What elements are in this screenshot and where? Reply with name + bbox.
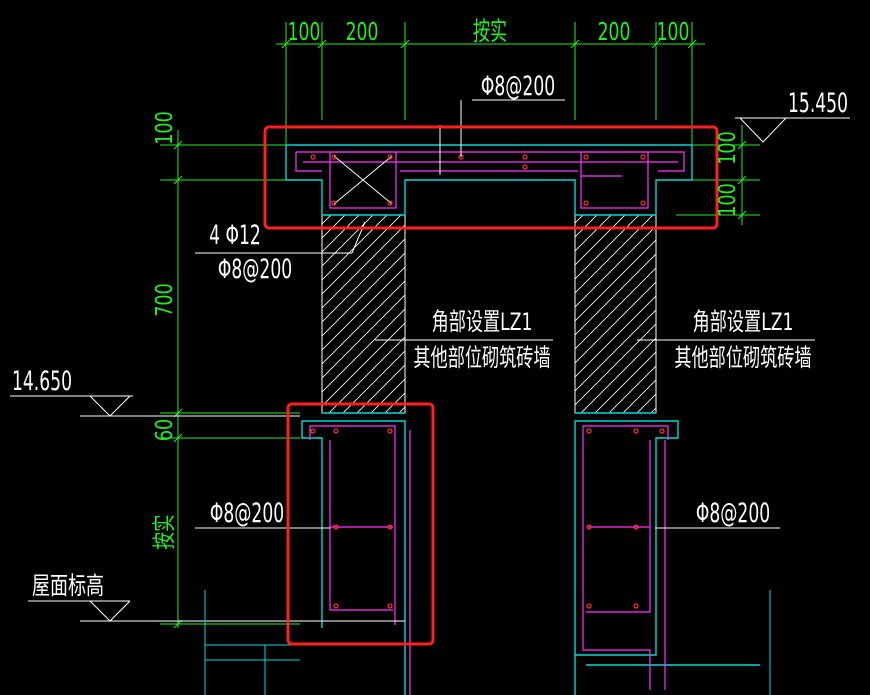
elevation-marker-top: [735, 117, 850, 143]
note-right-line1: 角部设置LZ1: [693, 308, 794, 336]
left-dimension-chain: [160, 130, 300, 629]
dim-top-3: 按实: [473, 18, 507, 47]
dim-left-2: 700: [151, 283, 178, 317]
dim-left-1: 100: [151, 111, 178, 145]
dim-right-top: 100: [714, 131, 741, 165]
floor-lines: [204, 590, 771, 695]
top-dimension-chain: [276, 22, 705, 150]
highlight-box-left-column: [286, 402, 435, 646]
note-left-line2: 其他部位砌筑砖墙: [413, 344, 550, 372]
dim-top-2: 200: [346, 18, 379, 47]
elevation-middle: 14.650: [12, 366, 72, 397]
highlight-box-top-beam: [263, 125, 719, 230]
dim-top-4: 200: [598, 18, 631, 47]
dim-left-3: 60: [151, 419, 178, 441]
label-main-bars: 4 Φ12: [209, 220, 261, 251]
left-brick-wall: [321, 214, 406, 414]
elevation-roof: 屋面标高: [32, 572, 104, 600]
elevation-top: 15.450: [788, 88, 848, 119]
elevation-marker-middle: [10, 395, 300, 417]
top-beam-rebar: [295, 151, 685, 209]
rebar-dots: [310, 154, 665, 609]
right-brick-wall: [574, 214, 657, 414]
dim-right-bottom: 100: [714, 183, 741, 217]
label-beam-stirrup: Φ8@200: [218, 254, 292, 285]
elevation-marker-roof: [28, 600, 405, 622]
lower-columns-rebar: [309, 425, 669, 695]
label-left-lower-stirrup: Φ8@200: [210, 498, 284, 529]
dim-top-1: 100: [288, 18, 321, 47]
beam-section-cross: [333, 155, 393, 205]
label-right-lower-stirrup: Φ8@200: [696, 498, 770, 529]
top-beam-outline: [285, 144, 693, 216]
label-top-stirrup: Φ8@200: [481, 71, 555, 102]
lower-columns-outline: [301, 412, 760, 695]
note-left-line1: 角部设置LZ1: [432, 308, 533, 336]
dim-top-5: 100: [657, 18, 690, 47]
leader-lines: [195, 99, 815, 529]
dim-left-4: 按实: [151, 514, 178, 549]
note-right-line2: 其他部位砌筑砖墙: [674, 344, 811, 372]
